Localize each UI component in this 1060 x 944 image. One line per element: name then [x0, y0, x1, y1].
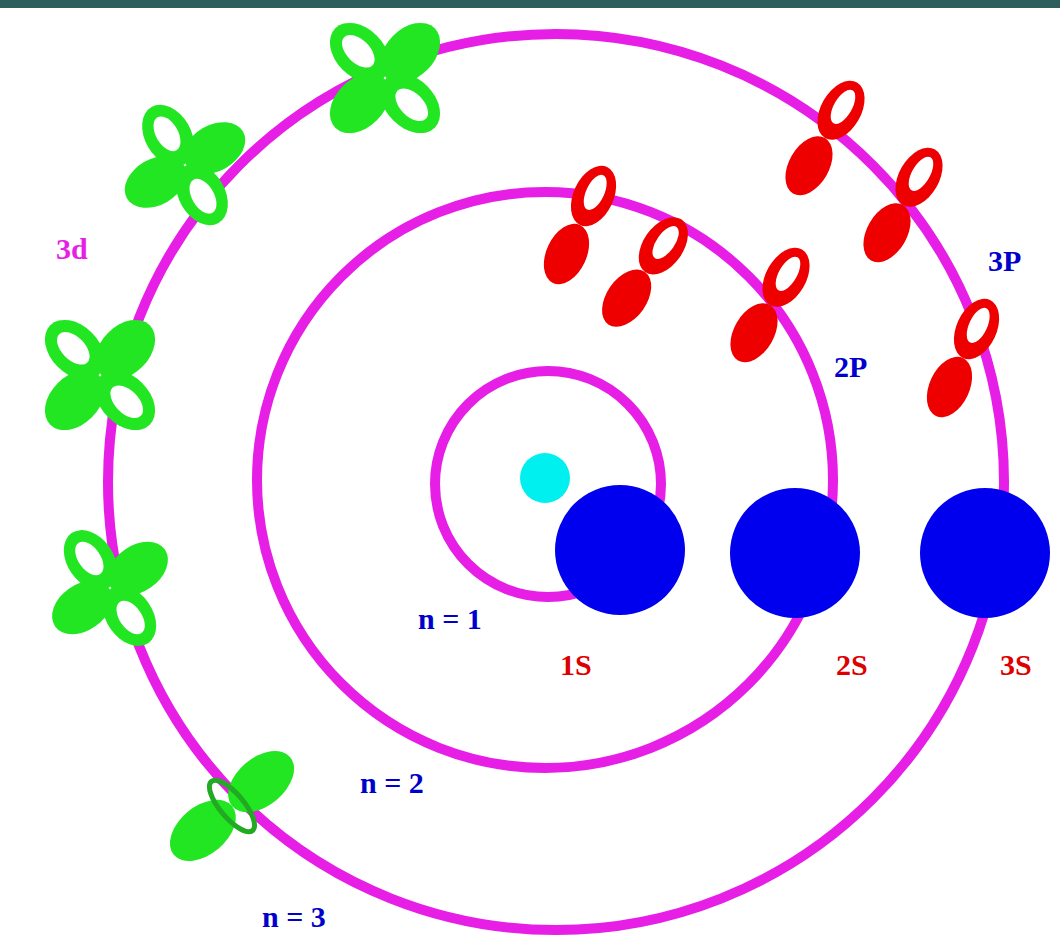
p-orbital — [592, 208, 698, 336]
orbital-label: 3d — [56, 232, 88, 266]
s-orbital — [555, 485, 685, 615]
orbital-label: 1S — [560, 648, 592, 682]
shell-ring — [108, 34, 1004, 930]
p-orbital — [918, 292, 1008, 425]
p-orbital — [854, 140, 953, 271]
nucleus — [520, 453, 570, 503]
orbital-label: 2S — [836, 648, 868, 682]
top-bar — [0, 0, 1060, 8]
d-torus — [202, 774, 262, 838]
dz2-orbital — [153, 733, 311, 880]
p-orbital — [776, 73, 875, 204]
d-orbital — [33, 308, 167, 442]
p-orbital — [535, 159, 625, 292]
orbital-label: 2P — [834, 350, 867, 384]
d-orbital — [318, 11, 452, 145]
d-orbital — [36, 514, 183, 661]
d-lobe — [158, 788, 247, 874]
orbital-label: 3S — [1000, 648, 1032, 682]
shell-ring — [257, 192, 833, 768]
p-orbital — [721, 240, 820, 371]
orbital-label: n = 1 — [418, 602, 482, 636]
orbital-label: 3P — [988, 244, 1021, 278]
orbital-label: n = 3 — [262, 900, 326, 934]
orbital-label: n = 2 — [360, 766, 424, 800]
s-orbital — [920, 488, 1050, 618]
d-orbital — [107, 87, 263, 243]
s-orbital — [730, 488, 860, 618]
